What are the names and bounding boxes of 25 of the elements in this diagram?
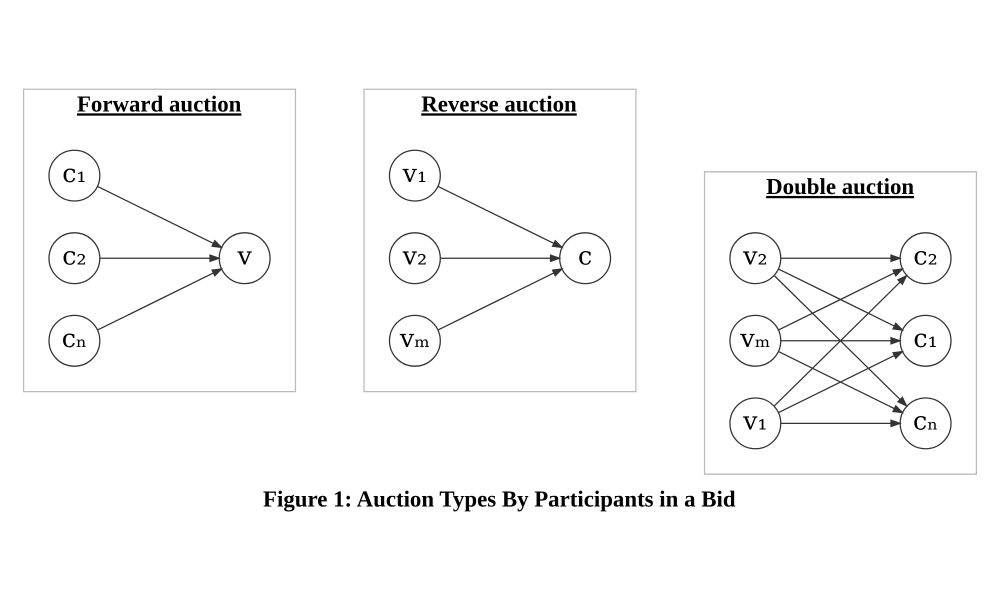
arrow — [438, 186, 564, 248]
node-circle: v₁ — [388, 150, 441, 202]
arrow — [438, 268, 564, 331]
arrow — [781, 419, 902, 428]
arrow — [97, 268, 224, 331]
caption: Figure 1: Auction Types By Participants in a Bid — [263, 486, 736, 512]
arrow — [781, 254, 902, 262]
node-circle: vₘ — [388, 314, 441, 367]
node-circle: c — [559, 232, 612, 284]
node-circle: v₂ — [729, 232, 782, 284]
node-circle: cₙ — [48, 314, 100, 367]
node-circle: c₂ — [48, 232, 100, 284]
arrow — [778, 268, 904, 331]
node-circle: c₁ — [900, 314, 952, 367]
node-circle: c₂ — [900, 232, 952, 284]
arrow — [781, 336, 902, 345]
node-circle: v — [218, 232, 271, 284]
arrow — [97, 186, 224, 248]
node-circle: cₙ — [900, 397, 952, 450]
node-circle: c₁ — [48, 150, 100, 202]
node-circle: v₁ — [729, 397, 782, 450]
arrow — [440, 254, 562, 262]
arrow — [100, 254, 221, 262]
node-circle: vₘ — [729, 314, 782, 367]
node-circle: v₂ — [388, 232, 441, 284]
